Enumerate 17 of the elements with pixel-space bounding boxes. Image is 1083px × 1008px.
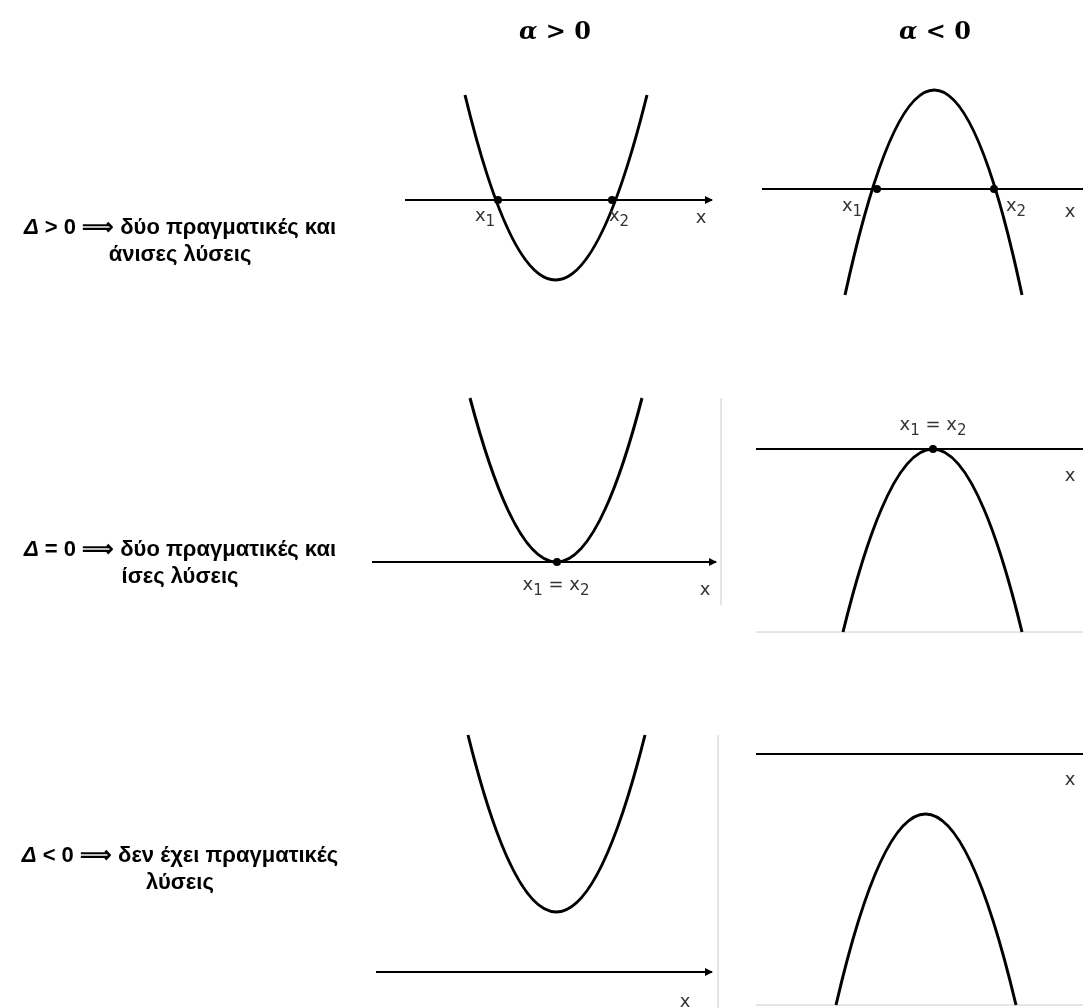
case-description: Δ < 0 ⟹ δεν έχει πραγματικές λύσεις xyxy=(20,841,340,895)
axis-label: x xyxy=(1064,463,1076,485)
axis-label: x xyxy=(695,205,707,227)
axis-label: x$_{1}$ xyxy=(474,204,496,230)
axis-label: x xyxy=(679,989,691,1008)
axis-label: x$_{2}$ xyxy=(1005,194,1027,220)
axis-label: x xyxy=(1064,767,1076,789)
column-heading: α < 0 xyxy=(899,15,971,45)
axis-label: x$_{2}$ xyxy=(608,204,630,230)
column-heading: α > 0 xyxy=(519,15,591,45)
case-description: Δ > 0 ⟹ δύο πραγματικές και άνισες λύσεις xyxy=(22,213,338,267)
axis-label: x$_{1}$ = x$_{2}$ xyxy=(522,573,590,599)
axis-label: x$_{1}$ = x$_{2}$ xyxy=(899,413,967,439)
case-description: Δ = 0 ⟹ δύο πραγματικές και ίσες λύσεις xyxy=(22,535,338,589)
axis-label: x xyxy=(699,577,711,599)
axis-label: x xyxy=(1064,199,1076,221)
axis-label: x$_{1}$ xyxy=(841,194,863,220)
